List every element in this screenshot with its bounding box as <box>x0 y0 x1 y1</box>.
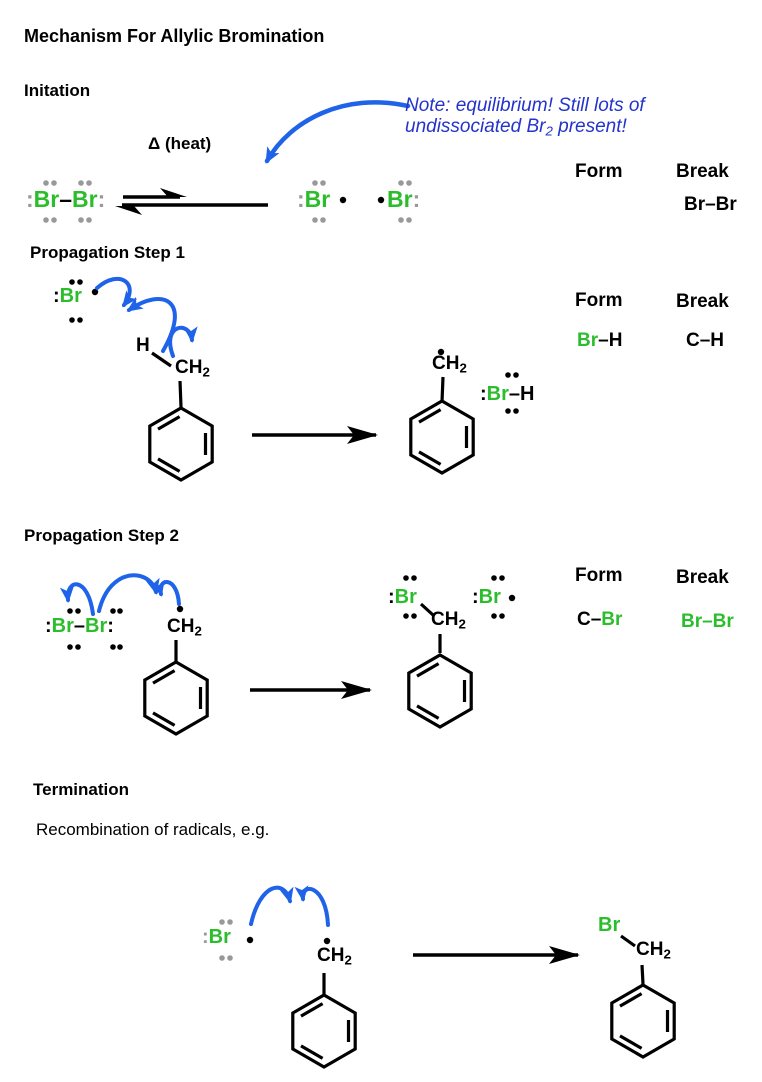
term-product-br-label: Br <box>598 914 621 936</box>
form-header-prop2: Form <box>575 565 623 586</box>
br2-molecule-label: :Br–Br: <box>26 186 106 212</box>
termination-heading: Termination <box>33 780 130 799</box>
prop1-product-ch2-ring-bond <box>440 376 445 403</box>
prop2-product-dots <box>403 575 516 619</box>
prop1-br-radical-label: :Br <box>53 285 82 307</box>
heat-label: Δ (heat) <box>148 134 212 153</box>
term-br-radical-label: :Br <box>202 926 231 948</box>
benzene-ring <box>143 660 209 736</box>
term-curved-arrows <box>249 885 330 927</box>
note-line-2: undissociated Br2 present! <box>405 116 627 139</box>
term-product-bonds <box>620 934 645 985</box>
break-value-prop1: C–H <box>686 330 725 351</box>
break-value-prop2: Br–Br <box>681 611 734 632</box>
equilibrium-arrows <box>115 188 268 215</box>
term-ch2-label: CH2 <box>317 945 352 968</box>
prop1-toluene-bonds <box>151 351 183 408</box>
br-radical-electron-dots <box>339 196 385 204</box>
prop1-ch2-label: CH2 <box>175 357 210 380</box>
initiation-heading: Initation <box>24 81 91 100</box>
form-header-initiation: Form <box>575 161 623 182</box>
br-radicals-lone-pair-dots <box>312 180 412 223</box>
termination-subheading: Recombination of radicals, e.g. <box>36 820 270 839</box>
benzene-ring <box>407 653 473 729</box>
benzene-ring <box>148 406 214 482</box>
note-curved-arrow <box>264 100 411 164</box>
form-value-prop1: Br–H <box>577 330 623 351</box>
break-value-initiation: Br–Br <box>684 194 737 215</box>
br-radical-label-left: :Br <box>297 186 331 212</box>
form-value-prop2: C–Br <box>577 609 623 630</box>
prop1-hbr-lone-pair-dots <box>505 372 519 414</box>
benzene-ring <box>610 983 676 1059</box>
prop2-product-br-label: :Br <box>388 586 417 608</box>
prop1-h-label: H <box>136 335 150 356</box>
prop1-curved-arrows <box>95 276 198 358</box>
prop1-benzyl-radical-dot <box>437 348 445 356</box>
term-br-radical-dots <box>219 919 331 961</box>
prop2-br2-lone-pair-dots <box>67 605 184 650</box>
page-title: Mechanism For Allylic Bromination <box>24 26 325 46</box>
br2-lone-pair-dots <box>43 180 92 223</box>
note-line-1: Note: equilibrium! Still lots of <box>405 95 645 116</box>
prop1-product-ch2-label: CH2 <box>432 353 467 376</box>
prop2-product-ch2-label: CH2 <box>431 609 466 632</box>
term-product-ch2-label: CH2 <box>636 939 671 962</box>
br-radical-label-right: Br: <box>387 186 421 212</box>
prop2-heading: Propagation Step 2 <box>24 526 179 545</box>
prop2-product-bonds <box>419 602 442 653</box>
prop1-hbr-label: :Br–H <box>480 383 535 405</box>
prop2-br-radical-label: :Br <box>472 586 501 608</box>
prop2-ch2-label: CH2 <box>167 616 202 639</box>
prop2-br2-label: :Br–Br: <box>45 615 114 637</box>
prop2-curved-arrows <box>59 573 181 616</box>
break-header-prop1: Break <box>676 291 729 312</box>
break-header-prop2: Break <box>676 567 729 588</box>
prop1-heading: Propagation Step 1 <box>30 243 185 262</box>
benzene-ring <box>291 993 357 1069</box>
form-header-prop1: Form <box>575 290 623 311</box>
benzene-ring <box>409 399 475 475</box>
break-header-initiation: Break <box>676 161 729 182</box>
prop1-br-radical-dots <box>69 279 99 323</box>
